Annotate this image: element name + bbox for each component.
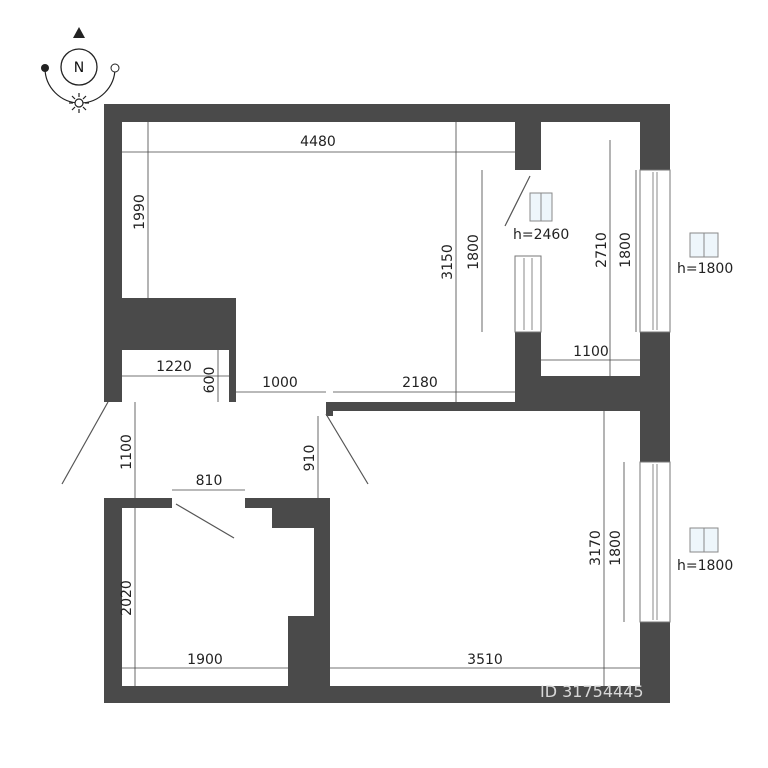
window-room2 xyxy=(639,461,671,623)
wall-door-jamb xyxy=(326,402,333,416)
compass-dot-right xyxy=(110,63,120,73)
dim-window-left-height: 1800 xyxy=(466,234,482,270)
wall-rooms-divider xyxy=(326,402,640,411)
doors xyxy=(61,175,531,539)
wall-hall-stub xyxy=(229,298,236,402)
watermark-text: ID 31754445 xyxy=(540,682,644,701)
dim-left-top-height: 1990 xyxy=(132,194,148,230)
walls xyxy=(104,104,670,703)
dim-hall-side-height: 1100 xyxy=(119,434,135,470)
dim-bath-height: 2020 xyxy=(119,580,135,616)
wall-top xyxy=(104,104,670,122)
door-bath-leaf xyxy=(175,503,235,539)
dim-top-width: 4480 xyxy=(300,134,336,150)
dim-room2-height: 3170 xyxy=(588,530,604,566)
window-icon-3 xyxy=(689,527,719,553)
dim-room-2180: 2180 xyxy=(402,375,438,391)
window-balcony-right xyxy=(639,169,671,333)
wall-bottom xyxy=(104,686,670,703)
dim-room2-width: 3510 xyxy=(467,652,503,668)
dim-bath-width: 1900 xyxy=(187,652,223,668)
dim-door-1000: 1000 xyxy=(262,375,298,391)
wall-balcony-top xyxy=(515,122,541,170)
compass-dot-left xyxy=(41,64,49,72)
window-icon-2 xyxy=(689,232,719,258)
dim-room2-window-height: 1800 xyxy=(608,530,624,566)
dimension-labels: 4480 1990 3150 1800 2710 1800 1100 1220 … xyxy=(119,134,634,668)
wall-bath-top-left xyxy=(104,498,172,508)
wall-bath-corner xyxy=(288,616,330,703)
wall-right-1 xyxy=(640,104,670,170)
door-room2-leaf xyxy=(325,413,369,485)
windows xyxy=(514,169,671,623)
wall-right-3 xyxy=(640,622,670,703)
north-arrow-icon xyxy=(73,27,85,38)
dim-hall-width: 1220 xyxy=(156,359,192,375)
wall-left-upper xyxy=(104,104,122,402)
compass: N xyxy=(41,27,120,113)
window-label-1: h=2460 xyxy=(513,227,569,243)
dim-balcony-width: 1100 xyxy=(573,344,609,360)
dim-balcony-height: 2710 xyxy=(594,232,610,268)
door-entrance-leaf xyxy=(61,401,109,485)
window-label-3: h=1800 xyxy=(677,558,733,574)
dim-door-side-910: 910 xyxy=(302,445,318,472)
dim-hall-wall: 600 xyxy=(202,367,218,394)
wall-balcony-sill xyxy=(541,376,640,402)
window-icon-1 xyxy=(529,192,553,222)
compass-circle xyxy=(60,48,98,86)
wall-interior-left xyxy=(104,298,236,350)
window-balcony-door xyxy=(514,255,542,333)
wall-balcony-bottom xyxy=(515,332,541,402)
sun-icon xyxy=(69,93,89,113)
wall-right-2 xyxy=(640,332,670,462)
dim-room-height: 3150 xyxy=(440,244,456,280)
wall-left-lower xyxy=(104,498,122,703)
dim-balcony-window-height: 1800 xyxy=(618,232,634,268)
compass-north-label: N xyxy=(74,60,84,76)
dim-bath-door-width: 810 xyxy=(196,473,223,489)
dimension-lines xyxy=(122,122,640,686)
window-label-2: h=1800 xyxy=(677,261,733,277)
door-balcony-leaf xyxy=(504,175,531,227)
